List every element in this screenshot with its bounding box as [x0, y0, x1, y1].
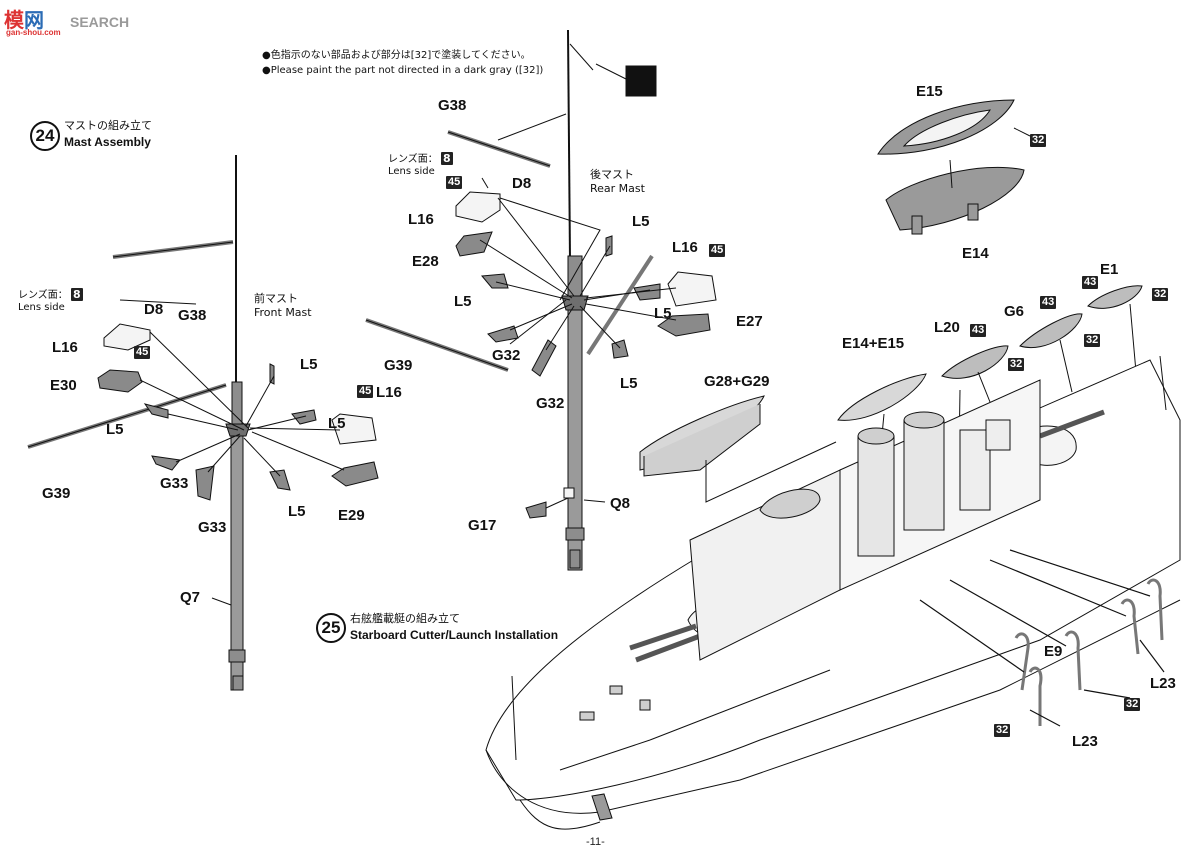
label-g28-g29: G28+G29	[704, 373, 770, 390]
label-e14-e15: E14+E15	[842, 335, 905, 352]
lens-note-front-jp: レンズ面：	[18, 290, 68, 301]
code-45-a: 45	[134, 346, 151, 359]
code-32-l23a: 32	[1124, 698, 1141, 711]
step-24-title-jp: マストの組み立て	[64, 119, 152, 132]
front-mast-name-jp: 前マスト	[254, 292, 298, 305]
label-e28: E28	[412, 253, 439, 270]
paint-note-jp: ●色指示のない部品および部分は[32]で塗装してください。	[262, 50, 531, 61]
lens-note-rear-jp: レンズ面：	[388, 154, 438, 165]
step-25-title: 右舷艦載艇の組み立て Starboard Cutter/Launch Insta…	[350, 612, 558, 643]
label-l23-b: L23	[1072, 733, 1098, 750]
label-g32-a: G32	[492, 347, 521, 364]
rear-mast-name-jp: 後マスト	[590, 168, 634, 181]
label-e9: E9	[1044, 643, 1063, 660]
label-e1: E1	[1100, 261, 1119, 278]
label-l16-rear-a: L16	[408, 211, 434, 228]
code-32-g6: 32	[1084, 334, 1101, 347]
watermark-logo: 模网 SEARCH	[4, 4, 129, 33]
code-32-l23b: 32	[994, 724, 1011, 737]
code-32-l20: 32	[1008, 358, 1025, 371]
step-25-number: 25	[316, 613, 346, 643]
label-d8-front: D8	[144, 301, 164, 318]
label-g32-b: G32	[536, 395, 565, 412]
label-d8-rear: D8	[512, 175, 532, 192]
label-l16-front-a: L16	[52, 339, 78, 356]
label-l5-rear-a: L5	[454, 293, 472, 310]
label-e15: E15	[916, 83, 943, 100]
label-e29: E29	[338, 507, 365, 524]
front-mast-drawing	[27, 155, 379, 691]
code-43-l20: 43	[970, 324, 987, 337]
label-l5-front-a: L5	[106, 421, 124, 438]
label-l5-front-d: L5	[288, 503, 306, 520]
step-24-number: 24	[30, 121, 60, 151]
label-e30: E30	[50, 377, 77, 394]
label-g38-front: G38	[178, 307, 207, 324]
label-g39-front: G39	[42, 485, 71, 502]
code-45-d: 45	[709, 244, 726, 257]
watermark-url: gan-shou.com	[6, 28, 61, 37]
label-e27: E27	[736, 313, 763, 330]
step-24-title: マストの組み立て Mast Assembly	[64, 119, 152, 150]
front-mast-name-en: Front Mast	[254, 306, 312, 320]
label-e14: E14	[962, 245, 989, 262]
label-g6: G6	[1004, 303, 1025, 320]
code-43-e1: 43	[1082, 276, 1099, 289]
label-l16-rear-b: L16	[672, 239, 698, 256]
lens-code-front: 8	[71, 288, 83, 301]
boats-drawing	[639, 99, 1143, 585]
step-25-title-jp: 右舷艦載艇の組み立て	[350, 612, 460, 625]
code-32-e1: 32	[1152, 288, 1169, 301]
code-32-e15: 32	[1030, 134, 1047, 147]
lens-note-front-en: Lens side	[18, 301, 65, 313]
code-45-b: 45	[357, 385, 374, 398]
label-l20: L20	[934, 319, 960, 336]
rear-mast-drawing	[365, 29, 717, 571]
label-l5-rear-b: L5	[632, 213, 650, 230]
code-45-c: 45	[446, 176, 463, 189]
step-24-title-en: Mast Assembly	[64, 134, 151, 149]
label-q7: Q7	[180, 589, 201, 606]
label-g39-rear: G39	[384, 357, 413, 374]
step-25-title-en: Starboard Cutter/Launch Installation	[350, 627, 559, 642]
label-g17: G17	[468, 517, 497, 534]
label-g38-rear: G38	[438, 97, 467, 114]
label-l23-a: L23	[1150, 675, 1176, 692]
page-number: -11-	[586, 836, 605, 848]
lens-code-rear: 8	[441, 152, 453, 165]
label-l5-rear-d: L5	[620, 375, 638, 392]
paint-note-en: ●Please paint the part not directed in a…	[262, 64, 544, 76]
davits-drawing	[919, 549, 1165, 727]
rear-mast-name: 後マスト Rear Mast	[590, 168, 645, 197]
label-l5-front-c: L5	[328, 415, 346, 432]
label-g33-b: G33	[198, 519, 227, 536]
lens-note-front: レンズ面： 8 Lens side	[18, 288, 83, 313]
label-q8: Q8	[610, 495, 631, 512]
label-l16-front-b: L16	[376, 384, 402, 401]
lens-note-rear: レンズ面： 8 Lens side	[388, 152, 453, 177]
label-l5-front-b: L5	[300, 356, 318, 373]
watermark-logo-glyph: 模	[4, 10, 24, 32]
watermark-logo-glyph-2: 网	[24, 10, 44, 32]
ship-drawing	[485, 355, 1181, 830]
label-l5-rear-c: L5	[654, 305, 672, 322]
lens-note-rear-en: Lens side	[388, 165, 435, 177]
watermark-brand: SEARCH	[70, 14, 130, 30]
code-43-g6: 43	[1040, 296, 1057, 309]
paint-note: ●色指示のない部品および部分は[32]で塗装してください。 ●Please pa…	[262, 49, 543, 78]
rear-mast-name-en: Rear Mast	[590, 182, 645, 196]
label-g33-a: G33	[160, 475, 189, 492]
front-mast-name: 前マスト Front Mast	[254, 292, 312, 321]
